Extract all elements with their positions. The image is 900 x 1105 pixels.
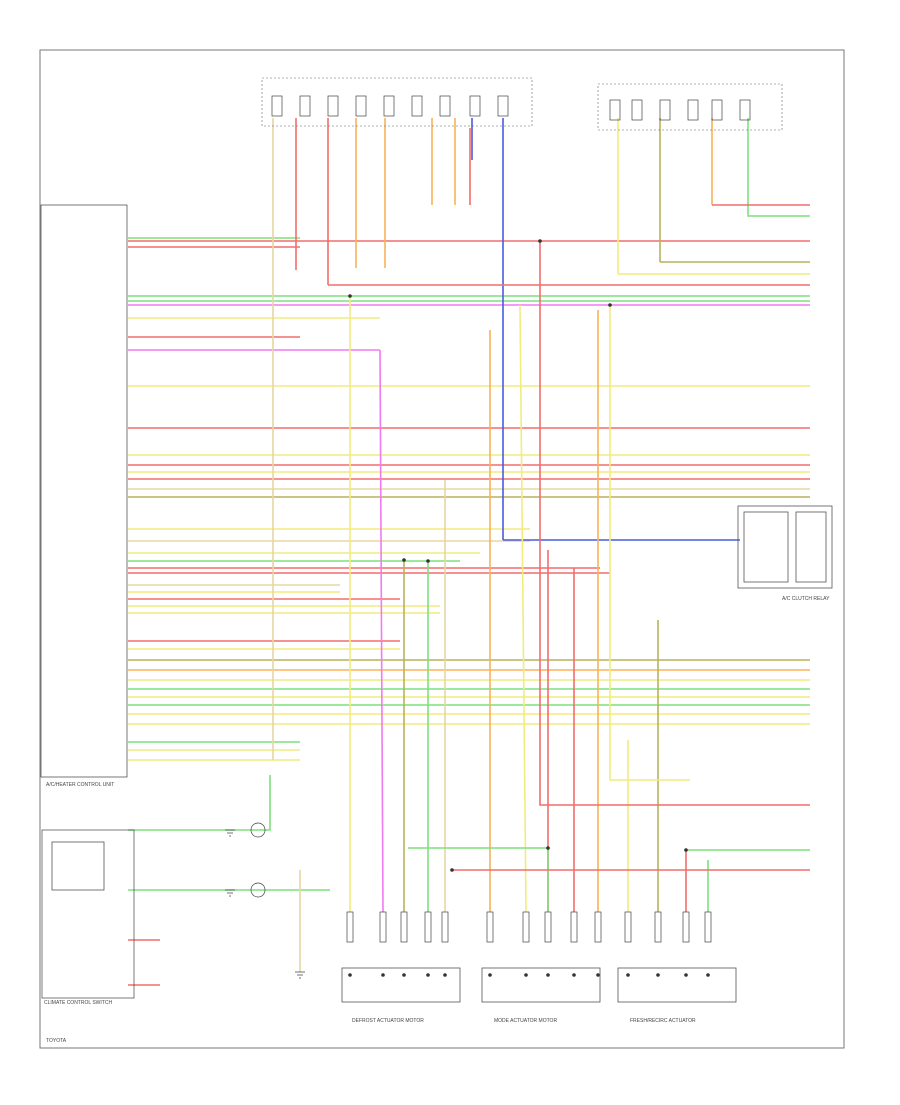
connector-5 bbox=[486, 911, 494, 943]
wire-r-4 bbox=[747, 210, 810, 217]
pin-7 bbox=[546, 973, 550, 977]
connector-11 bbox=[654, 911, 662, 943]
fuse-5 bbox=[411, 95, 423, 117]
relay-contact bbox=[795, 511, 827, 583]
pin-3 bbox=[426, 973, 430, 977]
connector-1 bbox=[379, 911, 387, 943]
wire-long-red bbox=[539, 241, 810, 806]
wire-d-1 bbox=[379, 349, 384, 913]
footer-text: TOYOTA bbox=[46, 1038, 67, 1044]
fuse-r-1 bbox=[631, 99, 643, 121]
pin-10 bbox=[626, 973, 630, 977]
relay-coil bbox=[743, 511, 789, 583]
pin-12 bbox=[684, 973, 688, 977]
pin-6 bbox=[524, 973, 528, 977]
fuse-r-3 bbox=[687, 99, 699, 121]
connector-7 bbox=[544, 911, 552, 943]
fuse-0 bbox=[271, 95, 283, 117]
fuse-3 bbox=[355, 95, 367, 117]
switch-caption: CLIMATE CONTROL SWITCH bbox=[44, 1000, 112, 1006]
actuator-2-caption: MODE ACTUATOR MOTOR bbox=[494, 1018, 557, 1024]
junction-0 bbox=[348, 294, 352, 298]
pin-9 bbox=[596, 973, 600, 977]
fuse-r-5 bbox=[739, 99, 751, 121]
motor-icon bbox=[250, 822, 266, 838]
pin-11 bbox=[656, 973, 660, 977]
fuse-2 bbox=[327, 95, 339, 117]
pin-1 bbox=[381, 973, 385, 977]
actuator-3-caption: FRESH/RECIRC ACTUATOR bbox=[630, 1018, 696, 1024]
fuse-1 bbox=[299, 95, 311, 117]
fuse-r-0 bbox=[609, 99, 621, 121]
wire-switch-g bbox=[128, 775, 271, 831]
fuse-7 bbox=[469, 95, 481, 117]
climate-switch bbox=[51, 841, 105, 891]
connector-4 bbox=[441, 911, 449, 943]
relay-caption: A/C CLUTCH RELAY bbox=[782, 596, 830, 602]
junction-1 bbox=[402, 558, 406, 562]
junction-6 bbox=[538, 239, 542, 243]
actuator-2 bbox=[481, 967, 601, 1003]
climate-switch-frame bbox=[41, 829, 135, 999]
pin-4 bbox=[443, 973, 447, 977]
motor-icon bbox=[250, 882, 266, 898]
fuse-6 bbox=[439, 95, 451, 117]
fuse-r-2 bbox=[659, 99, 671, 121]
connector-13 bbox=[704, 911, 712, 943]
junction-5 bbox=[450, 868, 454, 872]
connector-6 bbox=[522, 911, 530, 943]
actuator-1 bbox=[341, 967, 461, 1003]
connector-9 bbox=[594, 911, 602, 943]
connector-0 bbox=[346, 911, 354, 943]
ground-icon bbox=[225, 829, 235, 837]
actuator-3 bbox=[617, 967, 737, 1003]
junction-2 bbox=[426, 559, 430, 563]
module-caption: A/C/HEATER CONTROL UNIT bbox=[46, 782, 114, 788]
fuse-r-4 bbox=[711, 99, 723, 121]
fuse-block-right bbox=[597, 83, 783, 131]
pin-13 bbox=[706, 973, 710, 977]
connector-2 bbox=[400, 911, 408, 943]
pin-2 bbox=[402, 973, 406, 977]
ground-icon bbox=[295, 971, 305, 979]
fuse-block-left bbox=[261, 77, 533, 127]
connector-3 bbox=[424, 911, 432, 943]
connector-8 bbox=[570, 911, 578, 943]
relay-box bbox=[737, 505, 833, 589]
pin-5 bbox=[488, 973, 492, 977]
fuse-4 bbox=[383, 95, 395, 117]
control-module bbox=[40, 204, 128, 778]
component-group bbox=[225, 95, 751, 979]
fuse-8 bbox=[497, 95, 509, 117]
connector-12 bbox=[682, 911, 690, 943]
wire-d-6 bbox=[519, 304, 527, 913]
actuator-1-caption: DEFROST ACTUATOR MOTOR bbox=[352, 1018, 424, 1024]
junction-3 bbox=[546, 846, 550, 850]
wire-group bbox=[128, 118, 810, 986]
ground-icon bbox=[225, 889, 235, 897]
wire-long-y bbox=[609, 305, 690, 781]
page-frame bbox=[39, 49, 845, 1049]
junction-4 bbox=[684, 848, 688, 852]
pin-8 bbox=[572, 973, 576, 977]
connector-10 bbox=[624, 911, 632, 943]
junction-7 bbox=[608, 303, 612, 307]
pin-0 bbox=[348, 973, 352, 977]
